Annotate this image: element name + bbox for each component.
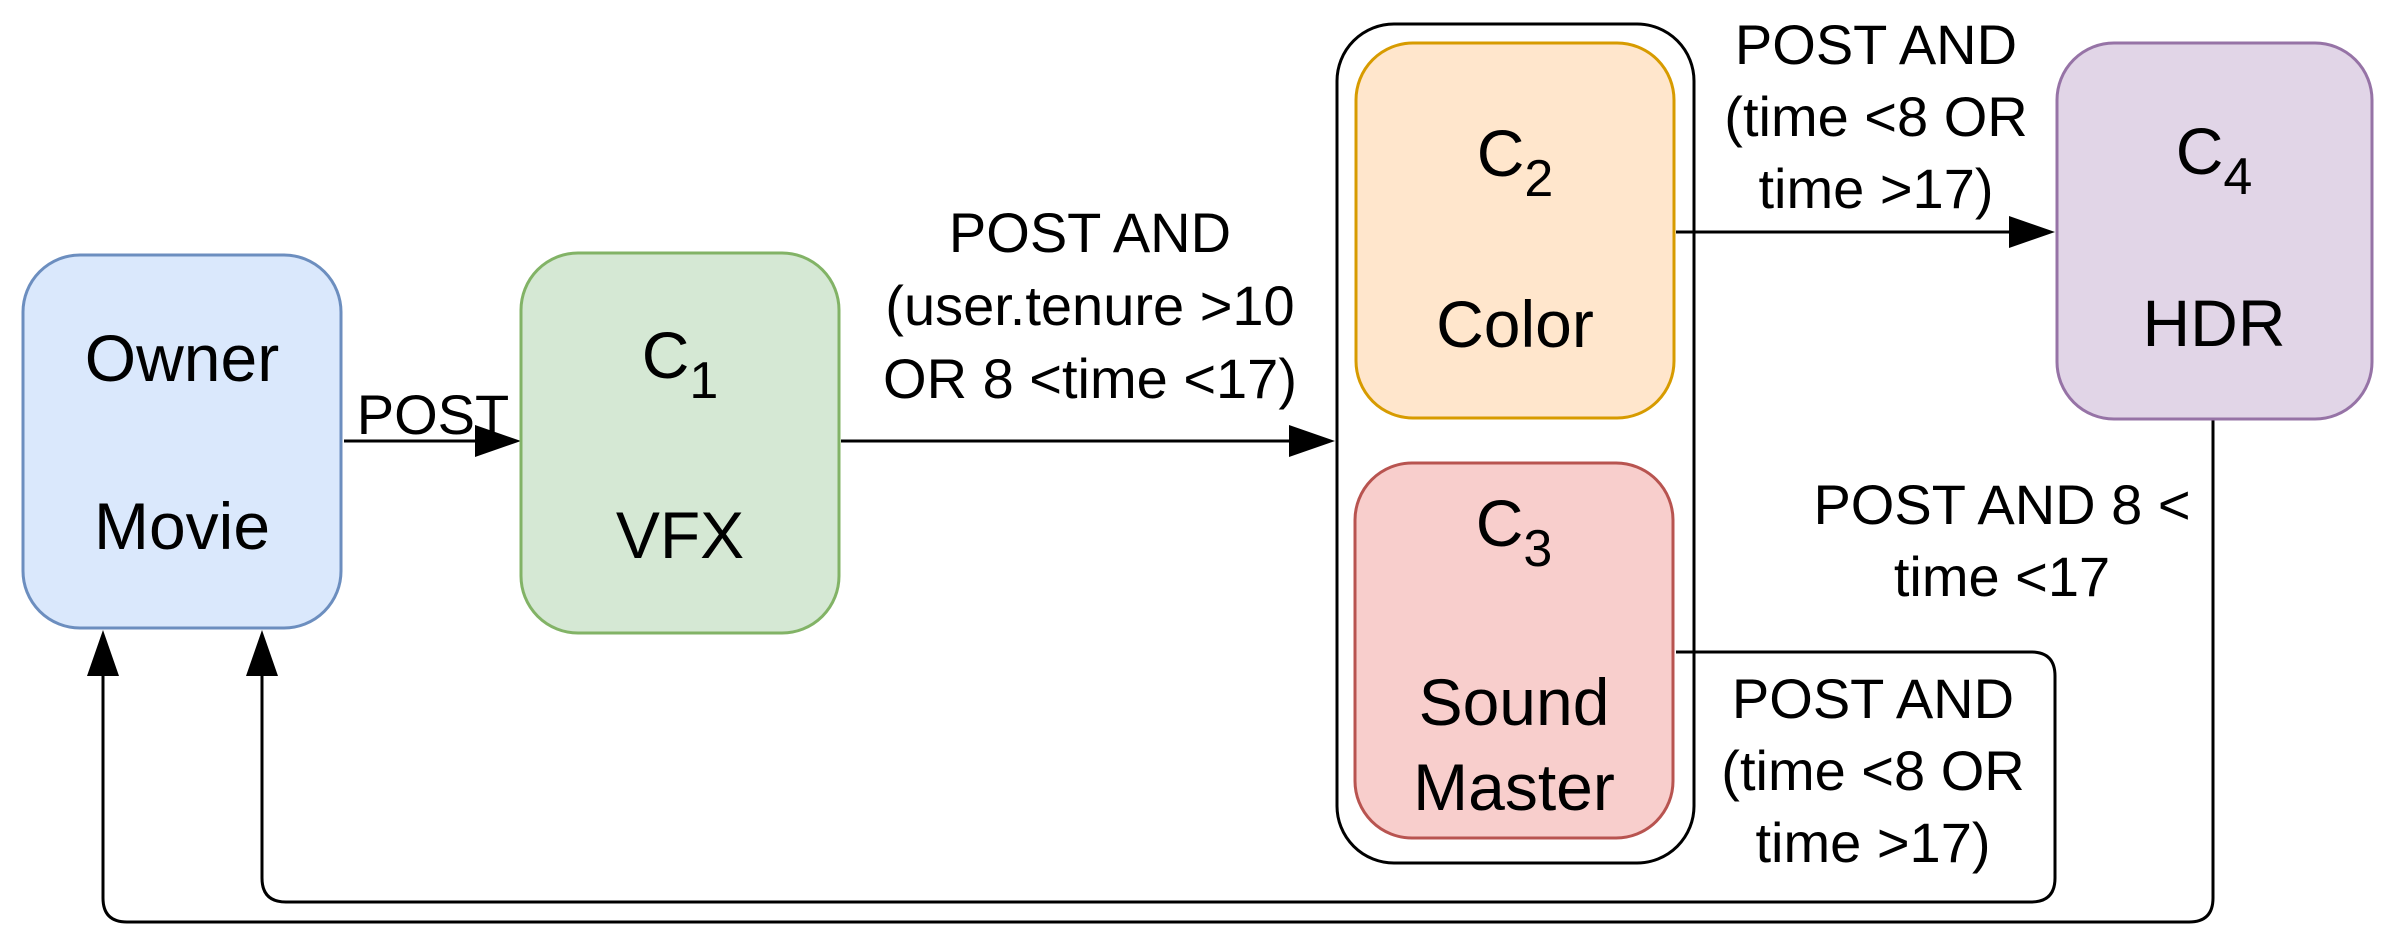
edge-label-c3-owner-line3: time >17) (1756, 811, 1991, 874)
c4-hdr-label: HDR (2143, 286, 2286, 360)
c4-id-label: C4 (2176, 114, 2253, 206)
owner-label: Owner (85, 321, 279, 395)
c1-id-label: C1 (642, 318, 719, 410)
edge-c3-to-owner: POST AND (time <8 OR time >17) (246, 630, 2057, 904)
edge-label-c2-c4-line3: time >17) (1759, 157, 1994, 220)
edge-c3-to-owner-arrowhead-icon (246, 630, 278, 676)
node-c4-hdr: C4 HDR (2055, 41, 2374, 421)
node-c1-vfx: C1 VFX (519, 251, 841, 635)
edge-c1-to-group-arrowhead-icon (1289, 425, 1335, 457)
edge-c2-to-c4-arrowhead-icon (2009, 216, 2055, 248)
c1-vfx-label: VFX (616, 498, 744, 572)
edge-c4-to-owner-line (101, 419, 2215, 924)
edge-label-c1-group-line1: POST AND (949, 201, 1231, 264)
c4-id-main: C (2176, 114, 2224, 188)
movie-label: Movie (94, 489, 270, 563)
c3-sound-master-box (1353, 461, 1675, 840)
edge-c2-to-c4: POST AND (time <8 OR time >17) (1676, 13, 2055, 248)
edge-owner-to-c1: POST (344, 383, 521, 457)
c1-id-main: C (642, 318, 690, 392)
edge-c4-to-owner: POST AND 8 < time <17 (87, 419, 2215, 924)
c2-id-main: C (1477, 116, 1525, 190)
c3-id-main: C (1476, 486, 1524, 560)
c2-id-subscript: 2 (1524, 150, 1553, 208)
c3-sound-label: Sound (1419, 665, 1610, 739)
owner-movie-box (21, 253, 343, 630)
c4-id-subscript: 4 (2223, 148, 2252, 206)
edge-label-c3-owner-line2: (time <8 OR (1721, 739, 2024, 802)
c4-hdr-box (2055, 41, 2374, 421)
c2-id-label: C2 (1477, 116, 1554, 208)
c3-id-subscript: 3 (1523, 520, 1552, 578)
edge-label-c2-c4-line1: POST AND (1735, 13, 2017, 76)
edge-label-c3-owner-line1: POST AND (1732, 667, 2014, 730)
edge-label-c1-group-line3: OR 8 <time <17) (883, 347, 1297, 410)
edge-c4-to-owner-arrowhead-icon (87, 630, 119, 676)
edge-c1-to-group: POST AND (user.tenure >10 OR 8 <time <17… (841, 201, 1335, 457)
c3-master-label: Master (1413, 750, 1615, 824)
c2-color-box (1354, 41, 1676, 420)
node-c3-sound-master: C3 Sound Master (1353, 461, 1675, 840)
edge-c3-to-owner-line (260, 650, 2057, 904)
edge-label-post: POST (357, 383, 509, 446)
edge-label-c4-owner-line1: POST AND 8 < (1813, 473, 2190, 536)
edge-label-c4-owner-line2: time <17 (1894, 545, 2110, 608)
edge-label-c2-c4-line2: (time <8 OR (1724, 85, 2027, 148)
c2-color-label: Color (1436, 287, 1594, 361)
node-c2-color: C2 Color (1354, 41, 1676, 420)
c1-vfx-box (519, 251, 841, 635)
node-owner-movie: Owner Movie (21, 253, 343, 630)
c1-id-subscript: 1 (689, 352, 718, 410)
edge-owner-to-c1-arrowhead-icon (475, 425, 521, 457)
edge-label-c1-group-line2: (user.tenure >10 (885, 274, 1294, 337)
c3-id-label: C3 (1476, 486, 1553, 578)
